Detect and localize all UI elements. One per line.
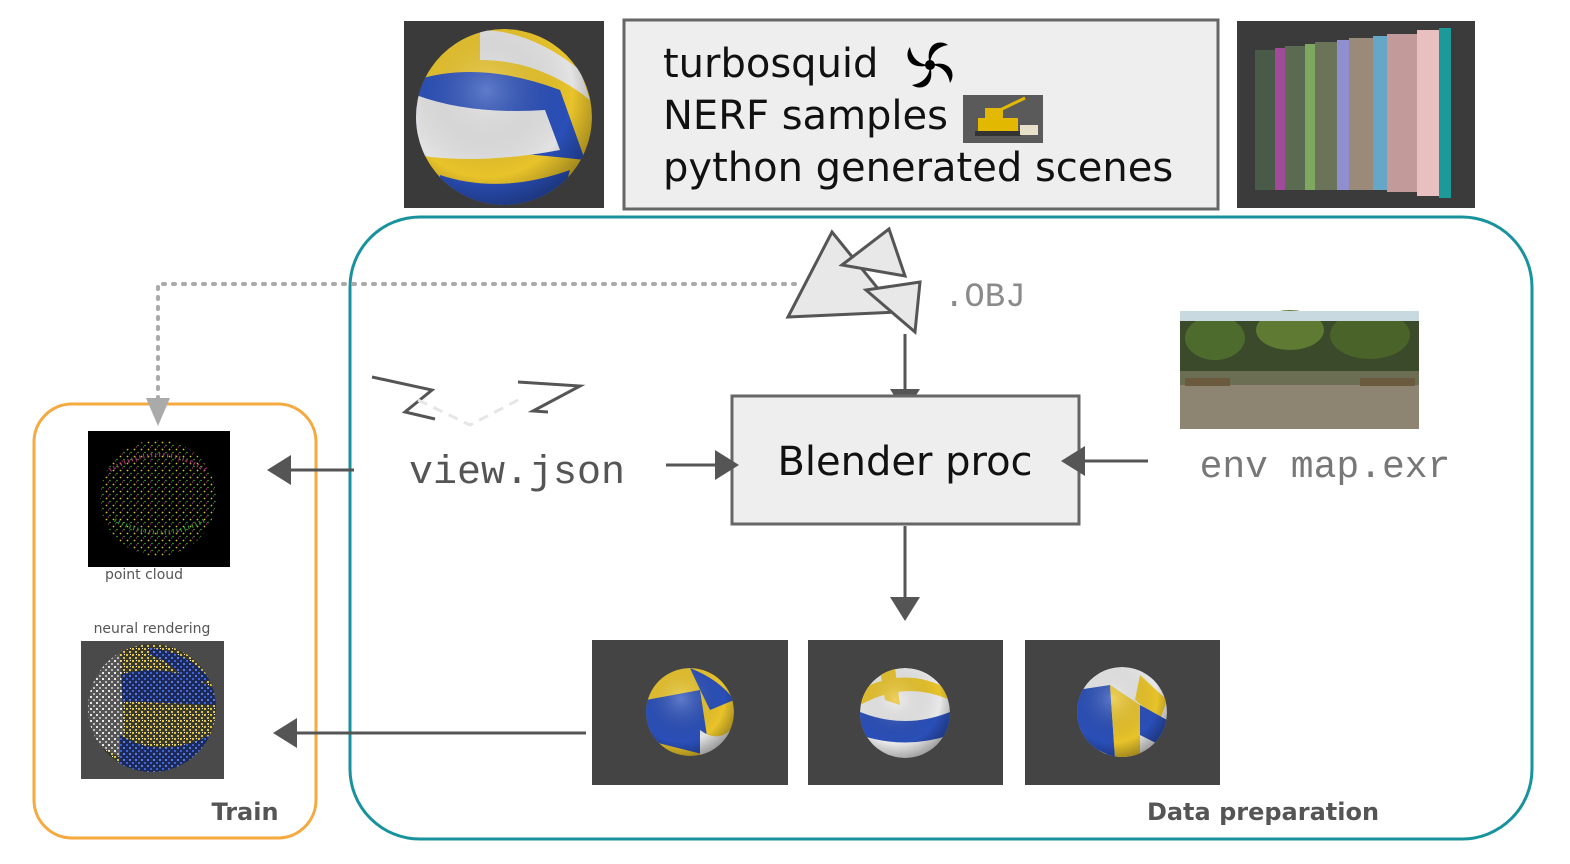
source-line-turbosquid: turbosquid — [663, 41, 878, 87]
source-line-python: python generated scenes — [663, 145, 1173, 191]
render-image-1 — [592, 640, 788, 785]
nerf-lego-icon — [963, 95, 1043, 143]
env-map-thumbnail — [1180, 310, 1419, 429]
camera-path-dashed — [417, 396, 523, 427]
train-panel-title: Train — [211, 798, 278, 826]
sources-box — [622, 18, 1220, 211]
render-image-3 — [1025, 640, 1220, 785]
view-json-label: view.json — [409, 451, 625, 496]
point-cloud-thumbnail — [88, 431, 230, 567]
neural-rendering-caption: neural rendering — [94, 621, 211, 637]
data-preparation-panel-title: Data preparation — [1147, 798, 1379, 826]
train-panel — [32, 402, 318, 840]
turbosquid-logo-icon — [907, 42, 953, 88]
obj-label: .OBJ — [944, 279, 1026, 317]
point-cloud-caption: point cloud — [105, 567, 183, 583]
python-scene-thumbnail — [1237, 21, 1475, 208]
camera-frustum-icon-left — [371, 375, 436, 421]
obj-to-train-dotted-arrow — [156, 282, 797, 420]
triangle-mesh-icon — [785, 226, 922, 336]
dotted-arrowhead — [146, 398, 170, 426]
render-image-2 — [808, 640, 1003, 785]
env-map-label: env map.exr — [1200, 446, 1451, 489]
blender-proc-box — [730, 394, 1081, 526]
blender-proc-label: Blender proc — [777, 439, 1032, 485]
camera-frustum-icon-right — [517, 380, 586, 414]
neural-rendering-thumbnail — [81, 641, 224, 779]
source-line-nerf: NERF samples — [663, 93, 948, 139]
volleyball-source-thumbnail — [404, 21, 604, 208]
data-preparation-panel — [348, 215, 1534, 841]
